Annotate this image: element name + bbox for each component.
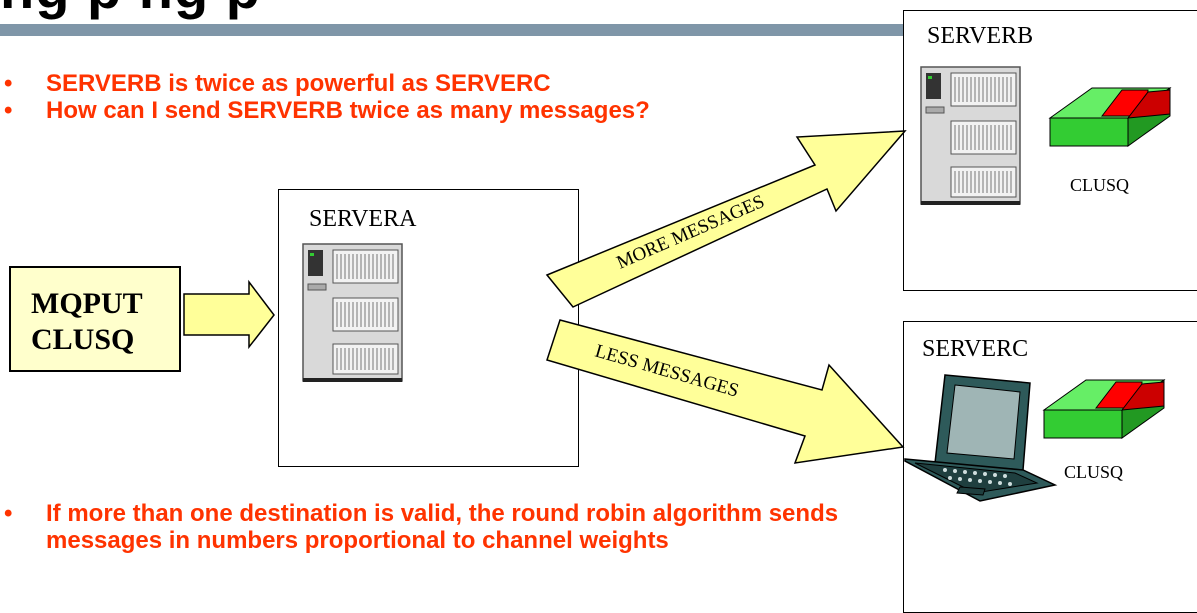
serverc-laptop-icon xyxy=(904,374,1058,502)
bullet-dot: • xyxy=(4,500,13,527)
servera-label: SERVERA xyxy=(309,206,417,232)
serverb-label: SERVERB xyxy=(927,23,1034,49)
bullet-item: • SERVERB is twice as powerful as SERVER… xyxy=(0,70,780,97)
top-bullet-list: • SERVERB is twice as powerful as SERVER… xyxy=(0,70,780,124)
serverb-computer-icon xyxy=(920,66,1021,205)
queue-c-label: CLUSQ xyxy=(1064,462,1124,482)
slide-title: ng p ng p xyxy=(0,0,261,21)
mqput-line1: MQPUT xyxy=(31,287,143,320)
bullet-item: • How can I send SERVERB twice as many m… xyxy=(0,97,666,124)
bullet-dot: • xyxy=(4,97,13,124)
bottom-bullet-list: • If more than one destination is valid,… xyxy=(0,500,900,554)
more-messages-arrow xyxy=(545,130,907,308)
bullet-item: • If more than one destination is valid,… xyxy=(0,500,900,554)
queue-b-label: CLUSQ xyxy=(1070,175,1130,195)
less-messages-arrow xyxy=(546,319,905,464)
serverc-label: SERVERC xyxy=(922,336,1029,362)
title-underline-bar xyxy=(0,24,905,36)
mqput-box: MQPUT CLUSQ xyxy=(9,266,181,372)
bullet-dot: • xyxy=(4,70,13,97)
mqput-line2: CLUSQ xyxy=(31,323,135,356)
more-messages-label: MORE MESSAGES xyxy=(614,191,768,274)
servera-computer-icon xyxy=(302,243,403,382)
bullet-text-serverb-power: SERVERB is twice as powerful as SERVERC xyxy=(46,70,551,97)
servera-box: SERVERA xyxy=(278,189,579,467)
serverb-queue-icon xyxy=(1048,87,1172,147)
serverc-queue-icon xyxy=(1042,379,1166,439)
mqput-arrow xyxy=(183,279,275,350)
bullet-text-round-robin: If more than one destination is valid, t… xyxy=(46,500,839,554)
bullet-text-send-twice: How can I send SERVERB twice as many mes… xyxy=(46,97,650,124)
